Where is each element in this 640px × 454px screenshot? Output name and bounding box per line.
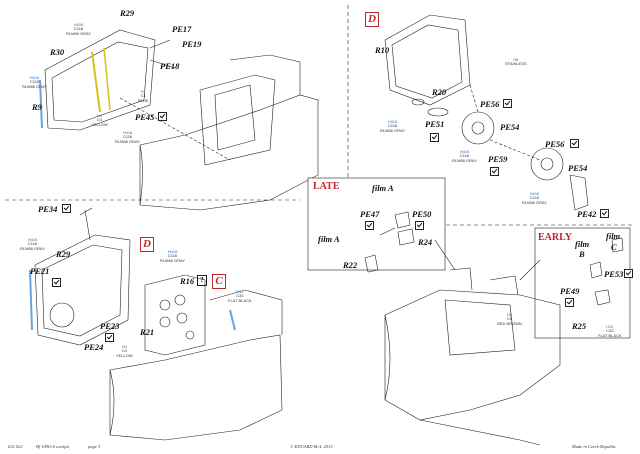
check-pe42 bbox=[600, 209, 609, 218]
label-pe18: PE18 bbox=[160, 61, 180, 71]
label-pe54-b: PE54 bbox=[568, 163, 588, 173]
section-c: C bbox=[212, 274, 226, 289]
footer-page: page 3 bbox=[88, 444, 101, 449]
check-pe45 bbox=[158, 112, 167, 121]
check-pe34 bbox=[62, 204, 71, 213]
check-pe53 bbox=[624, 269, 633, 278]
label-pe53: PE53 bbox=[604, 269, 624, 279]
label-r21: R21 bbox=[140, 327, 155, 337]
label-pe17: PE17 bbox=[172, 24, 192, 34]
label-r20: R20 bbox=[432, 87, 447, 97]
label-r30: R30 bbox=[50, 47, 65, 57]
label-pe24: PE24 bbox=[84, 342, 104, 352]
check-pe23 bbox=[105, 333, 114, 342]
label-pe47: PE47 bbox=[360, 209, 380, 219]
label-r29-b: R29 bbox=[56, 249, 71, 259]
footer-product-name: Bf 109G-6 cockpit bbox=[36, 444, 69, 449]
label-pe45: PE45 bbox=[135, 112, 155, 122]
check-pe59 bbox=[490, 167, 499, 176]
label-film-b-letter: B bbox=[579, 249, 585, 259]
label-film-c-letter: C bbox=[611, 242, 617, 252]
label-r10: R10 bbox=[375, 45, 390, 55]
label-film-c: film bbox=[606, 231, 621, 241]
label-r22: R22 bbox=[343, 260, 358, 270]
check-pe56-b bbox=[570, 139, 579, 148]
check-pe21 bbox=[52, 278, 61, 287]
label-pe51: PE51 bbox=[425, 119, 445, 129]
label-r29: R29 bbox=[120, 8, 135, 18]
footer-product-code: 632 022 bbox=[8, 444, 23, 449]
check-pe49 bbox=[565, 298, 574, 307]
early-title: EARLY bbox=[538, 232, 573, 243]
section-d-top: D bbox=[365, 12, 379, 27]
label-film-b: film bbox=[575, 239, 590, 249]
label-pe21: PE21 bbox=[30, 266, 50, 276]
check-pe51 bbox=[430, 133, 439, 142]
section-d-bottom: D bbox=[140, 237, 154, 252]
label-pe34: PE34 bbox=[38, 204, 58, 214]
label-r16: R16 bbox=[180, 276, 195, 286]
label-r24: R24 bbox=[418, 237, 433, 247]
label-pe59: PE59 bbox=[488, 154, 508, 164]
label-r25: R25 bbox=[572, 321, 587, 331]
footer-made-in: Made in Czech Republic bbox=[572, 444, 617, 449]
label-pe54-a: PE54 bbox=[500, 122, 520, 132]
question-box: ? bbox=[197, 275, 207, 286]
label-pe56-b: PE56 bbox=[545, 139, 565, 149]
label-film-a-1: film A bbox=[372, 183, 394, 193]
label-pe23: PE23 bbox=[100, 321, 120, 331]
label-pe49: PE49 bbox=[560, 286, 580, 296]
label-pe50: PE50 bbox=[412, 209, 432, 219]
label-film-a-2: film A bbox=[318, 234, 340, 244]
check-pe50 bbox=[415, 221, 424, 230]
check-pe56-a bbox=[503, 99, 512, 108]
late-title: LATE bbox=[313, 181, 340, 192]
label-pe19: PE19 bbox=[182, 39, 202, 49]
label-r9: R9 bbox=[32, 102, 42, 112]
footer-copyright: © EDUARD M.A. 2013 bbox=[290, 444, 333, 449]
label-pe56-a: PE56 bbox=[480, 99, 500, 109]
label-pe42: PE42 bbox=[577, 209, 597, 219]
check-pe47 bbox=[365, 221, 374, 230]
